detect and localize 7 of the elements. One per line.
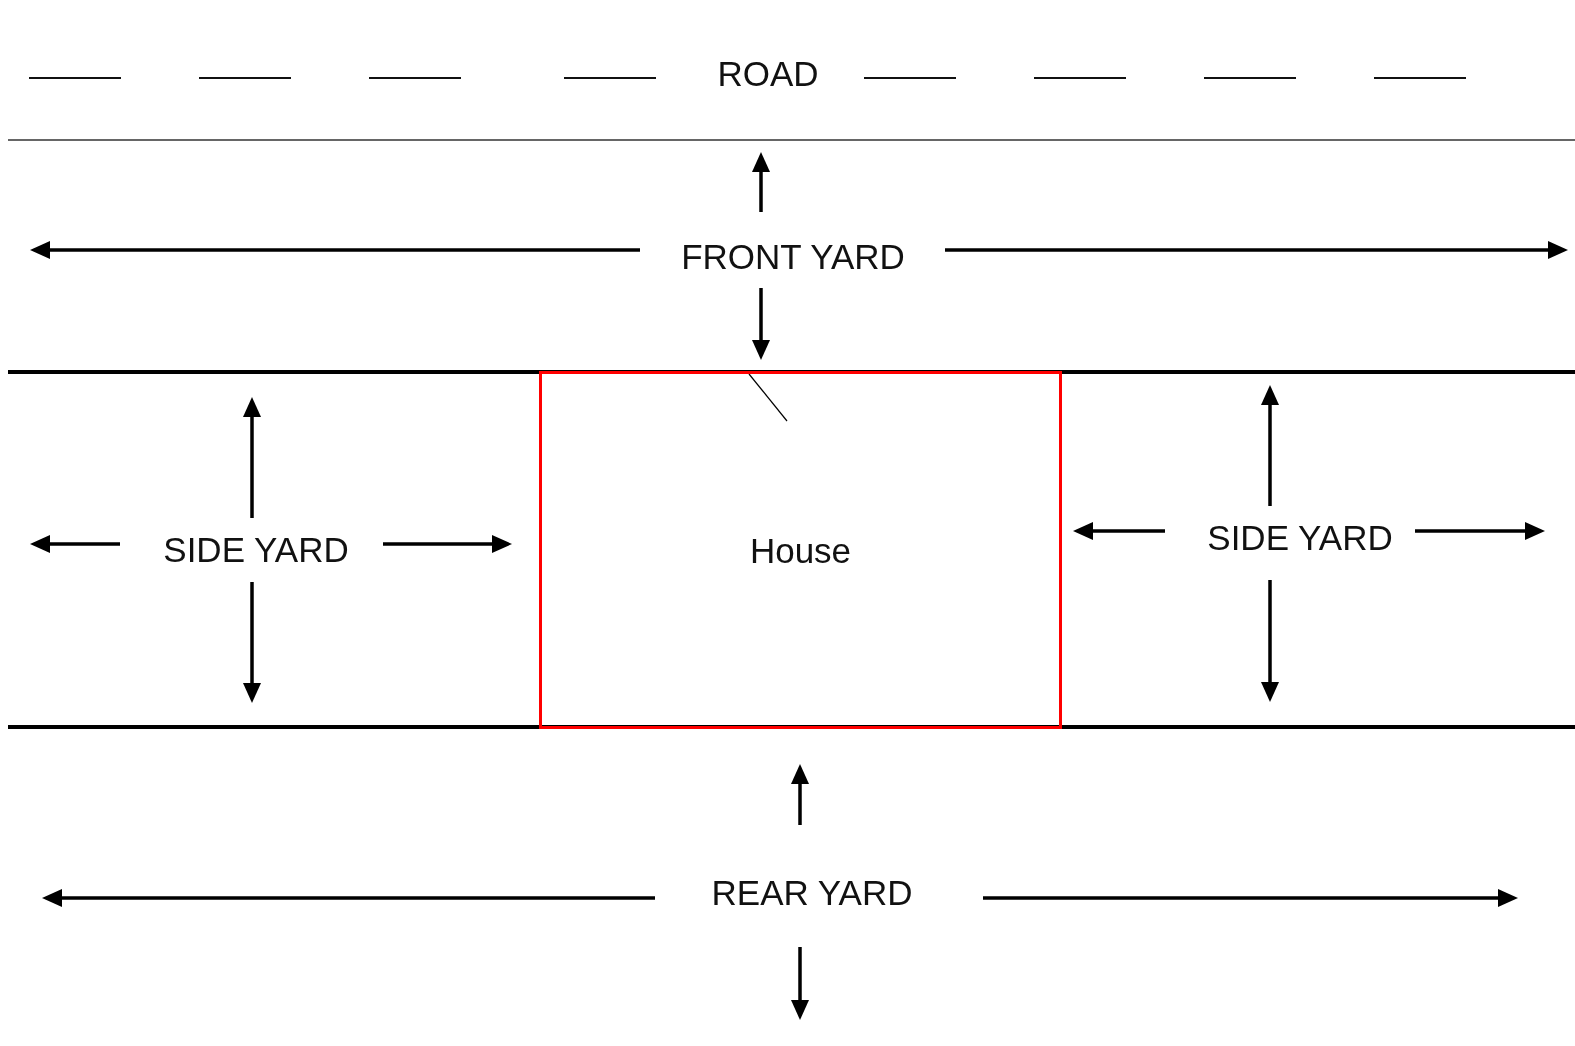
house-label: House: [749, 532, 852, 568]
road-label: ROAD: [717, 55, 819, 91]
area-label: REAR YARD: [711, 874, 913, 910]
area-label: FRONT YARD: [681, 238, 905, 274]
area-label: SIDE YARD: [163, 531, 349, 567]
house-outline: [539, 371, 1062, 729]
area-label: SIDE YARD: [1207, 519, 1393, 555]
